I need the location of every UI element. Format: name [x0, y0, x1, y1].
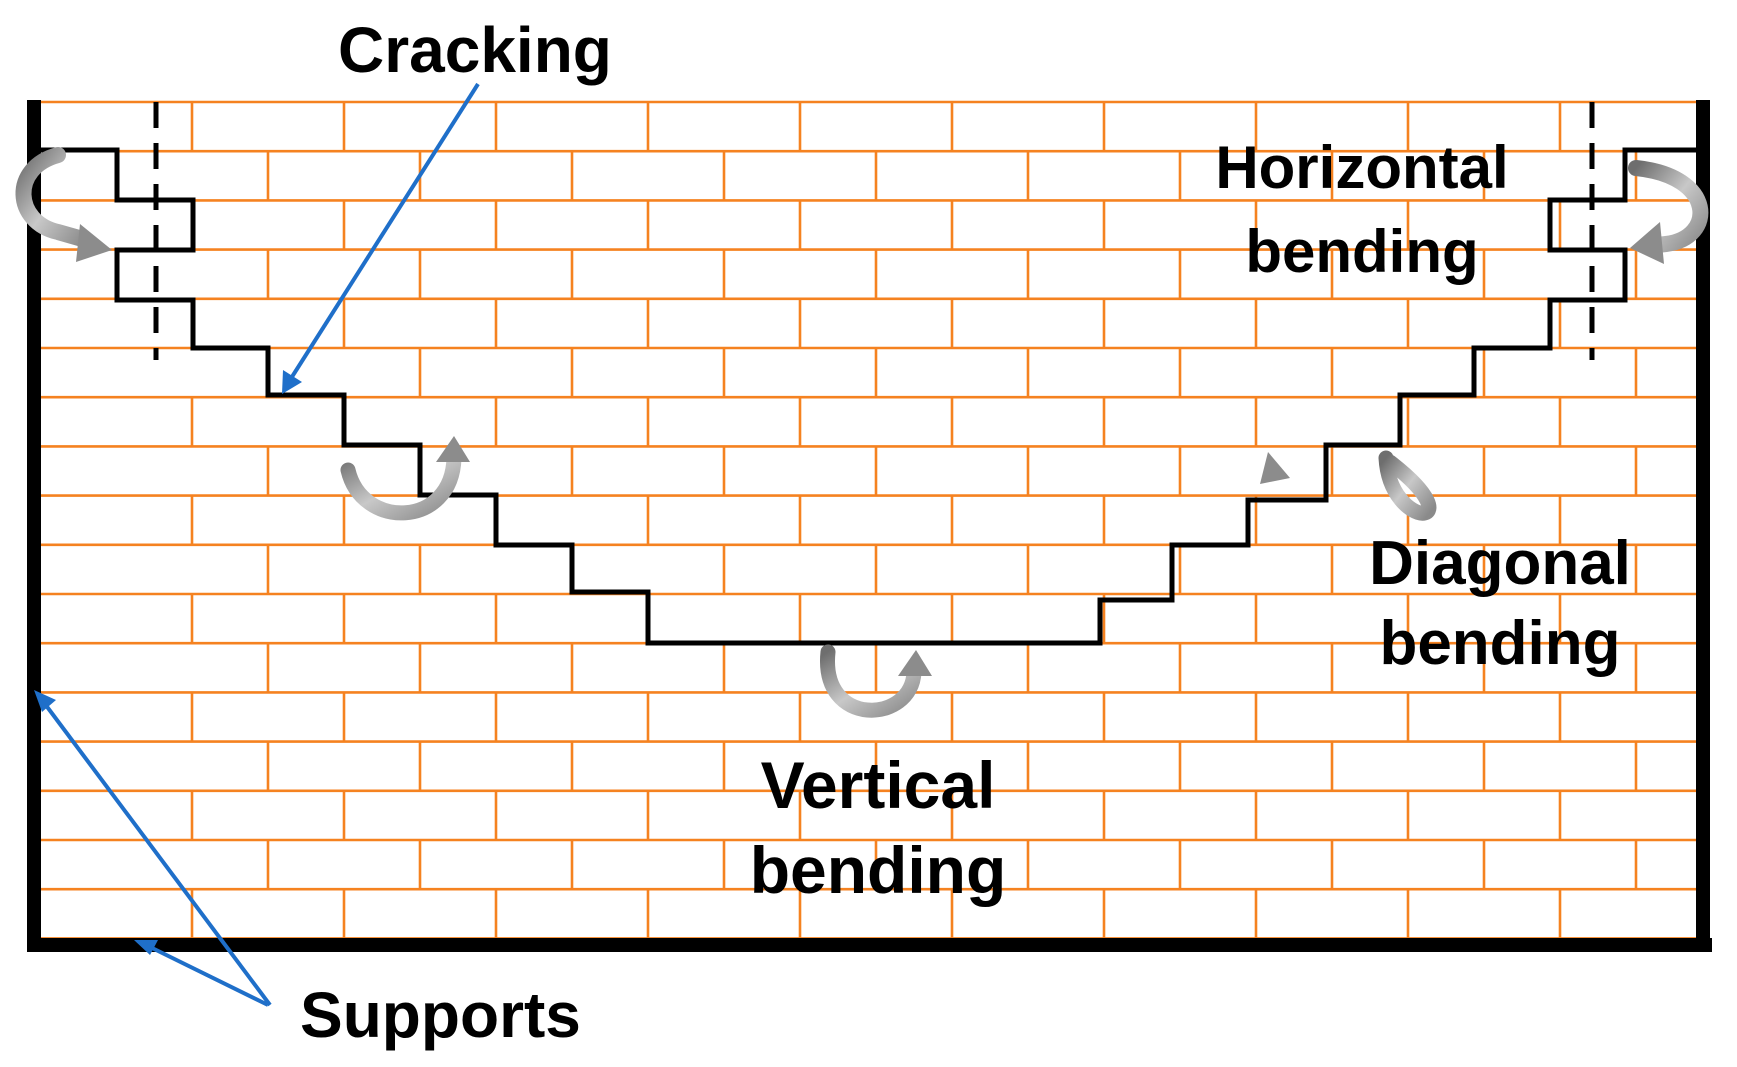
vertical-bending-arrow	[820, 644, 932, 718]
cracking-leader-arrow	[282, 82, 480, 394]
diagonal-bending-arrow-left	[340, 436, 470, 521]
diagonal-bending-arrow-right	[1260, 450, 1437, 521]
horizontal-bending-arrow-right	[1628, 160, 1709, 264]
diagonal-bending-label-line1: Diagonal	[1369, 529, 1631, 598]
cracking-label: Cracking	[338, 14, 612, 86]
diagonal-bending-label-line2: bending	[1379, 609, 1620, 678]
supports-leader-arrow-bottom	[134, 940, 269, 1007]
horizontal-bending-label-line2: bending	[1245, 218, 1478, 285]
supports-leader-arrow-left	[34, 690, 272, 1007]
supports-label: Supports	[300, 979, 581, 1051]
horizontal-bending-label-line1: Horizontal	[1215, 134, 1508, 201]
vertical-bending-label-line1: Vertical	[761, 748, 996, 822]
crack-line	[41, 147, 1697, 646]
vertical-bending-label-line2: bending	[750, 833, 1007, 907]
horizontal-bending-arrow-left	[15, 147, 112, 262]
